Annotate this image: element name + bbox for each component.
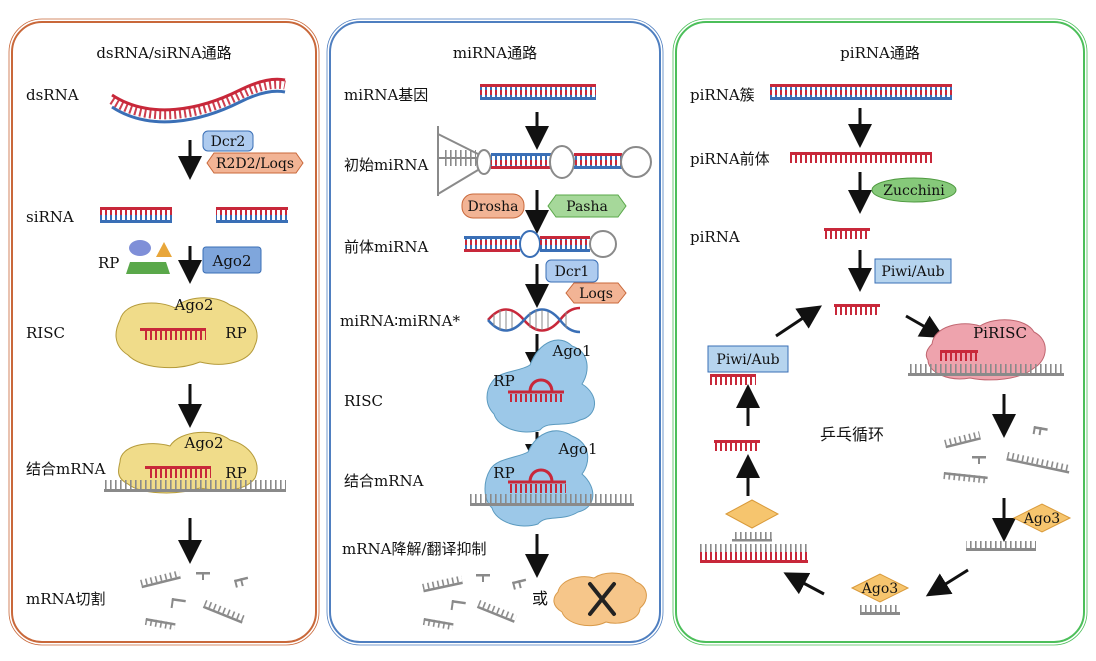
pirna-precursor-strand (790, 152, 932, 163)
label-mirna-gene: miRNA基因 (344, 86, 428, 104)
mirna-gene-duplex (480, 84, 596, 100)
pirna-panel-title: piRNA通路 (840, 44, 920, 62)
cleaved-fragments-mirna (422, 574, 527, 631)
risc-ago2-blob: Ago2 RP (115, 296, 258, 369)
cleaved-fragments-sirna (140, 570, 249, 631)
pirna-panel (675, 21, 1085, 643)
mirna-helix (487, 306, 581, 334)
zucchini-label: Zucchini (883, 183, 945, 199)
dcr2-box: Dcr2 (202, 130, 254, 152)
bind-ago2-label: Ago2 (183, 434, 223, 452)
sirna-panel-title: dsRNA/siRNA通路 (96, 44, 231, 62)
piwi-aub-box-2: Piwi/Aub (707, 345, 789, 373)
label-risc-mirna: RISC (344, 392, 383, 410)
loqs-hexagon: Loqs (565, 282, 627, 304)
piwi-aub-label-1: Piwi/Aub (881, 264, 944, 280)
risc-rp-mirna-label: RP (493, 372, 514, 390)
label-mirna-outcome: mRNA降解/翻译抑制 (342, 540, 487, 558)
ago2-box: Ago2 (202, 246, 262, 274)
ago3-label-1: Ago3 (1023, 511, 1060, 527)
drosha-box: Drosha (461, 193, 525, 219)
label-cleave: mRNA切割 (26, 590, 105, 608)
r2d2-hexagon: R2D2/Loqs (206, 152, 304, 174)
bind-ago1-blob: Ago1 RP (484, 430, 598, 527)
label-mirna-duplex: miRNA∶miRNA* (340, 312, 460, 330)
sirna-duplex-1 (100, 207, 172, 223)
arrow-p5 (905, 314, 945, 338)
target-transcript-pirna (908, 364, 1064, 376)
label-sirna: siRNA (26, 208, 74, 226)
sirna-panel-inner (8, 18, 320, 646)
pirna-strand-left (710, 374, 756, 385)
bind-rp-label: RP (225, 464, 246, 482)
risc-ago1-label: Ago1 (551, 342, 591, 360)
pirna-panel-inner (672, 18, 1088, 646)
dcr1-box: Dcr1 (545, 259, 599, 283)
bind-rp-mirna-label: RP (493, 464, 514, 482)
risc-ago2-label: Ago2 (173, 296, 213, 314)
pre-mirna-hairpin (464, 230, 617, 258)
translation-blocked-icon (553, 572, 647, 627)
pasha-label: Pasha (566, 199, 608, 215)
secondary-strand-bottom (860, 605, 900, 615)
dcr1-label: Dcr1 (555, 264, 590, 280)
pri-mirna-hairpin (437, 126, 652, 196)
cleaved-fragments-pirna (943, 426, 1071, 484)
mirna-panel-title: miRNA通路 (453, 44, 537, 62)
label-bind-mirna: 结合mRNA (344, 472, 424, 490)
target-mrna-sirna (104, 480, 286, 492)
label-risc: RISC (26, 324, 65, 342)
sirna-duplex-2 (216, 207, 288, 223)
rp-complex-icon (126, 240, 172, 274)
label-primary-mirna: 初始miRNA (344, 156, 428, 174)
pirna-strand-center (834, 304, 880, 315)
label-precursor-mirna: 前体miRNA (344, 238, 428, 256)
target-mrna-mirna (470, 494, 634, 506)
arrow-p11 (783, 572, 825, 596)
arrow-p4 (775, 305, 822, 338)
ago3-diamond-2: Ago3 (850, 573, 910, 603)
risc-ago1-blob: Ago1 RP (486, 339, 595, 433)
ago3-label-2: Ago3 (861, 581, 898, 597)
risc-rp-label: RP (225, 324, 246, 342)
mirna-panel (329, 21, 661, 643)
ago3-diamond-1: Ago3 (1012, 503, 1072, 533)
secondary-strand-right (966, 541, 1036, 551)
label-pirna-cluster: piRNA簇 (690, 86, 755, 104)
pirna-strand-left-2 (714, 440, 760, 451)
loqs-label: Loqs (579, 286, 613, 302)
pirisc-label: PiRISC (973, 324, 1027, 342)
label-pirna-precursor: piRNA前体 (690, 150, 770, 168)
label-or: 或 (532, 589, 548, 608)
pasha-hexagon: Pasha (547, 194, 627, 218)
label-ping-pong: 乒乓循环 (820, 425, 884, 444)
precursor-duplex-bottom (700, 544, 808, 563)
pirna-strand (824, 228, 870, 239)
label-dsrna: dsRNA (26, 86, 79, 104)
piwi-aub-box-1: Piwi/Aub (874, 258, 952, 284)
piwi-aub-label-2: Piwi/Aub (716, 352, 779, 368)
diamond-complex-left (724, 499, 780, 542)
bind-ago1-label: Ago1 (557, 440, 597, 458)
dcr2-label: Dcr2 (211, 134, 246, 150)
label-rp: RP (98, 254, 119, 272)
sirna-panel (11, 21, 317, 643)
label-bind-sirna: 结合mRNA (26, 460, 106, 478)
dsrna-wavy (109, 77, 286, 124)
label-pirna: piRNA (690, 228, 740, 246)
zucchini-ellipse: Zucchini (871, 177, 957, 203)
r2d2-label: R2D2/Loqs (216, 156, 294, 172)
bind-ago2-blob: Ago2 RP (117, 431, 258, 494)
arrow-p10 (925, 568, 969, 597)
ago2-box-label: Ago2 (211, 252, 251, 270)
pirna-cluster-duplex (770, 84, 952, 100)
drosha-label: Drosha (468, 199, 519, 215)
mirna-panel-inner (326, 18, 664, 646)
